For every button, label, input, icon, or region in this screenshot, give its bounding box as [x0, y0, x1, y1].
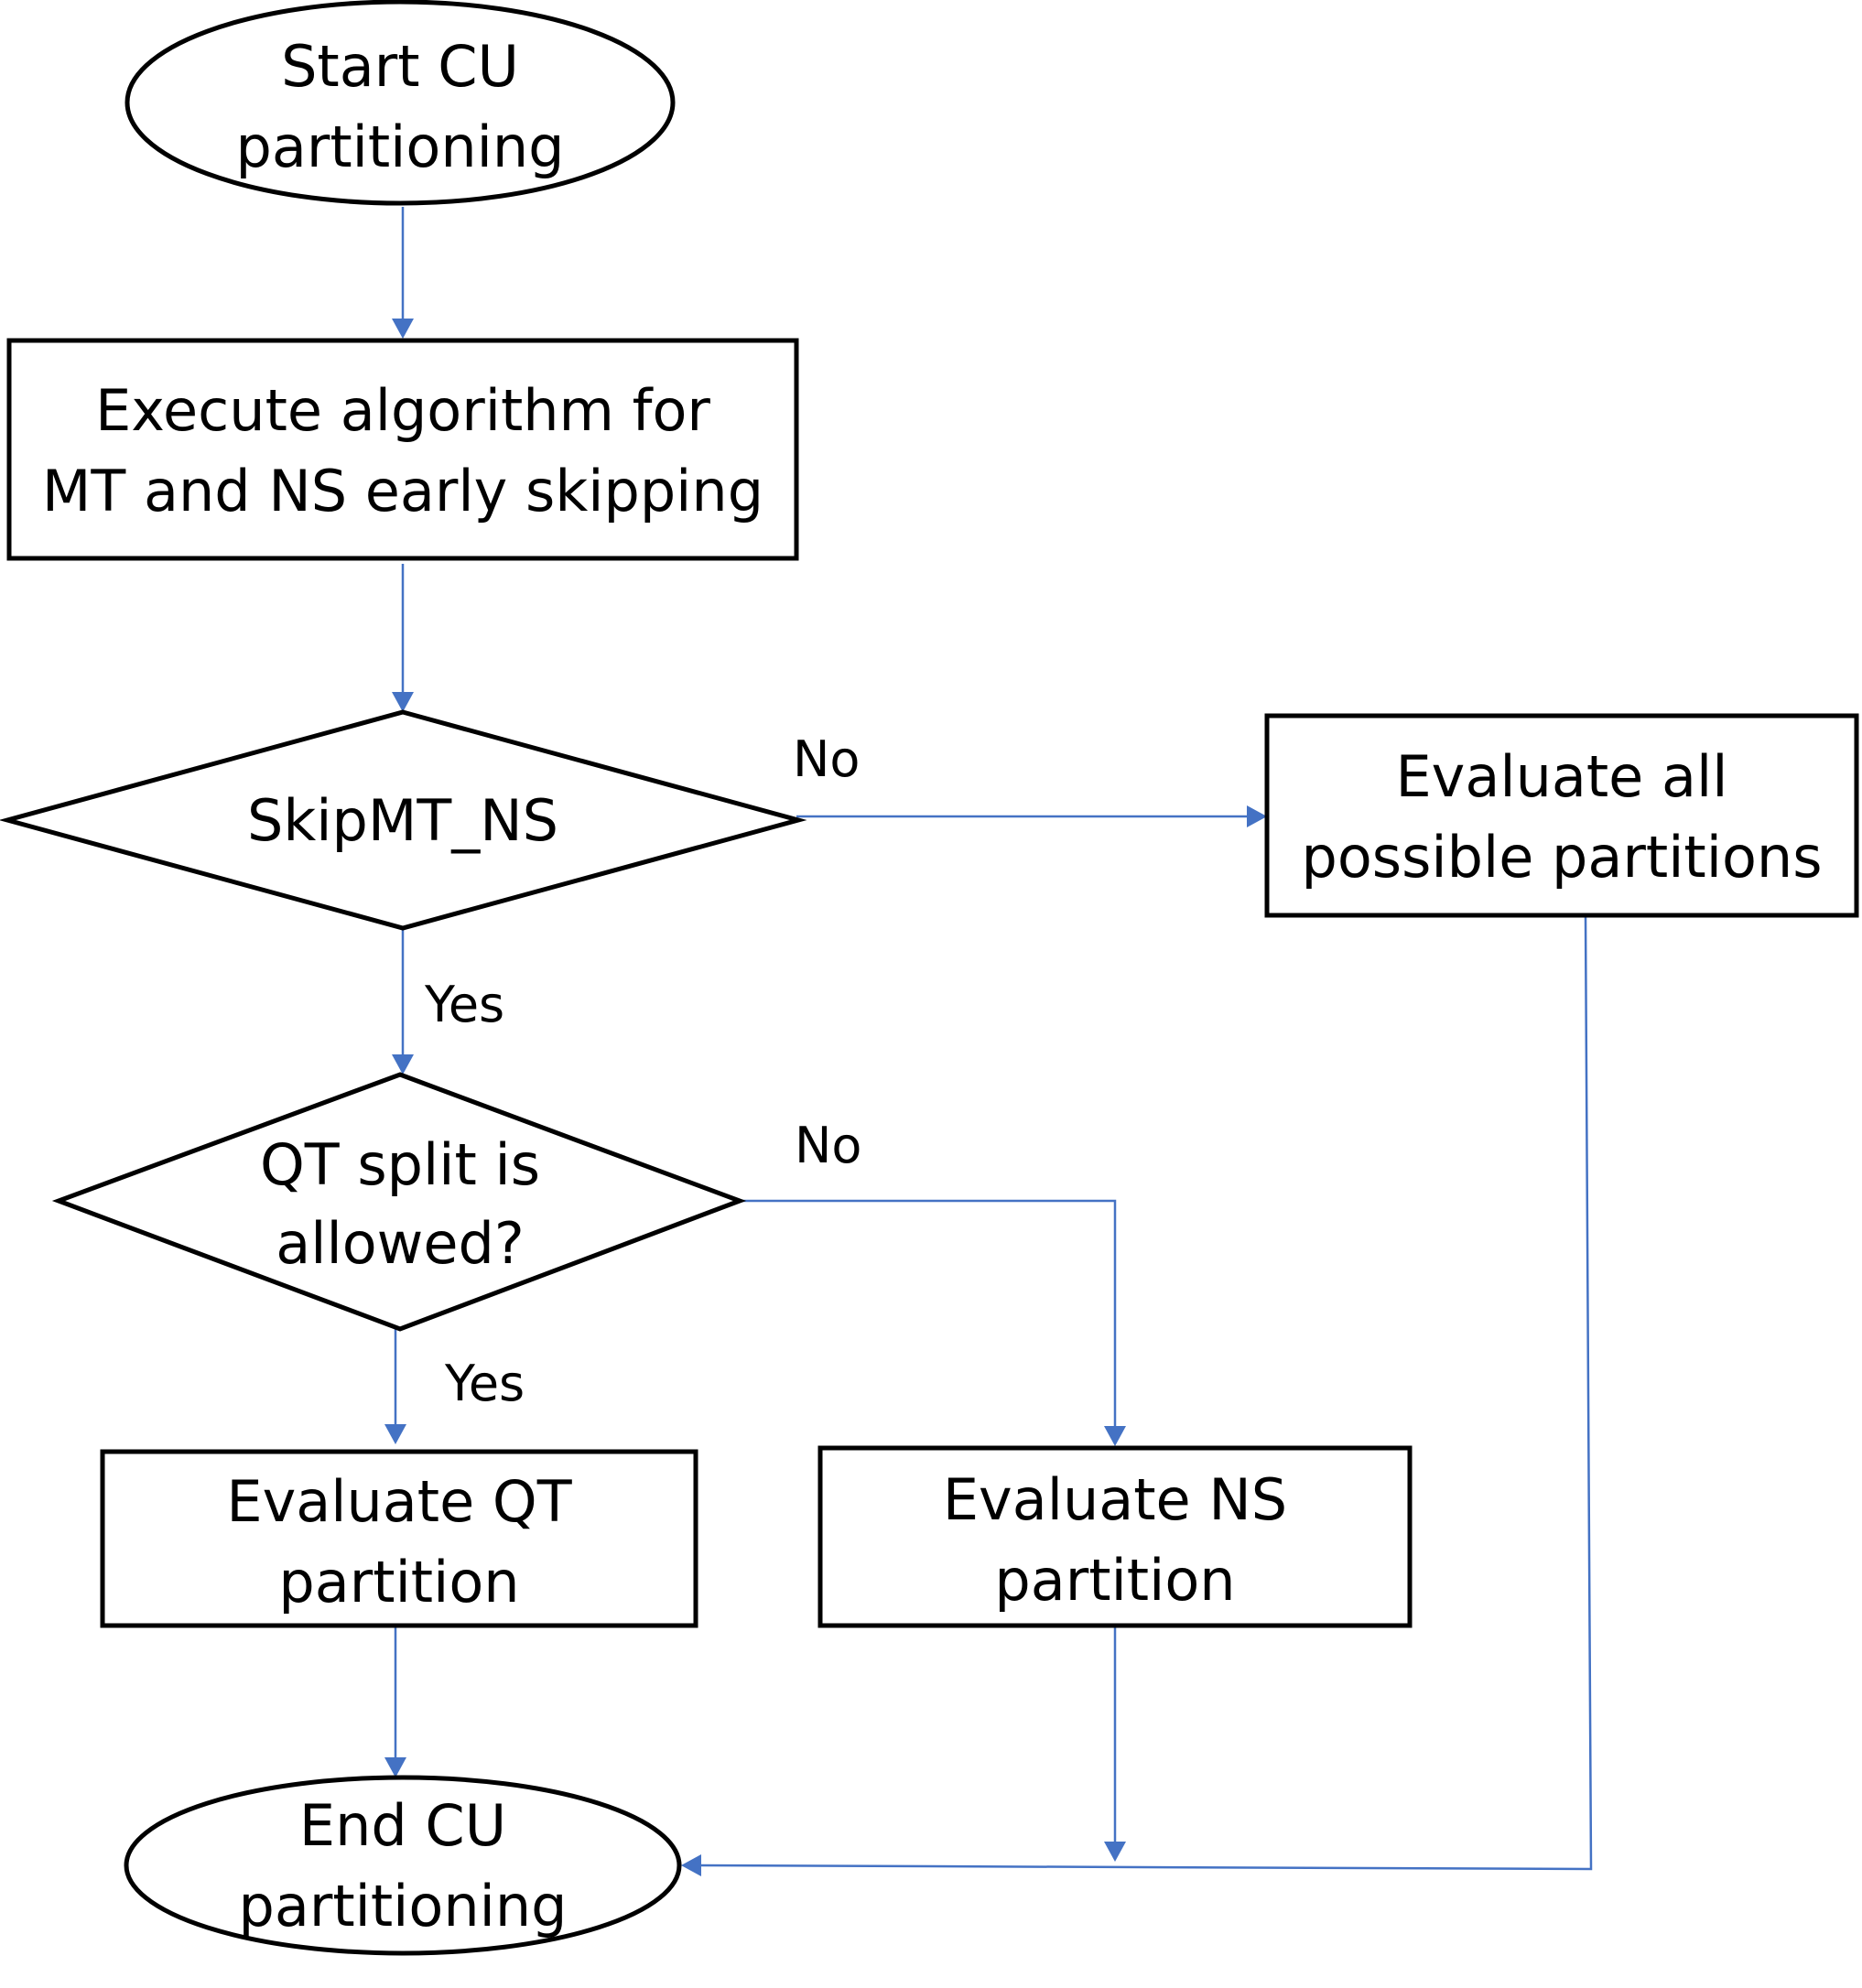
execute-process-shape: [6, 338, 799, 561]
skip-decision-shape: [0, 709, 807, 931]
end-terminator-shape: [124, 1775, 682, 1956]
node-execute: Execute algorithm for MT and NS early sk…: [6, 338, 799, 561]
arrowhead: [392, 692, 414, 712]
skip-decision-label: SkipMT_NS: [247, 787, 558, 854]
end-label-line2: partitioning: [238, 1873, 567, 1939]
label-skip-no: No: [793, 730, 860, 788]
start-label-line1: Start CU: [281, 33, 519, 100]
qt-decision-label-line2: allowed?: [276, 1210, 525, 1277]
arrowhead: [681, 1854, 701, 1876]
evaluate-ns-label-line2: partition: [994, 1547, 1235, 1614]
node-start: Start CU partitioning: [124, 0, 676, 206]
node-end: End CU partitioning: [124, 1775, 682, 1956]
arrowhead: [392, 319, 414, 339]
node-qt-decision: QT split is allowed?: [51, 1072, 747, 1332]
qt-decision-label-line1: QT split is: [260, 1131, 540, 1198]
arrowhead: [1247, 805, 1267, 827]
arrowhead: [384, 1424, 406, 1444]
node-evaluate-qt: Evaluate QT partition: [100, 1449, 698, 1628]
label-qt-no: No: [795, 1117, 861, 1174]
edge-qt-no: [740, 1199, 1117, 1428]
execute-label-line1: Execute algorithm for: [95, 377, 710, 444]
start-terminator-shape: [124, 0, 676, 206]
evaluate-ns-process-shape: [817, 1445, 1413, 1628]
label-skip-yes: Yes: [424, 976, 504, 1033]
evaluate-all-label-line1: Evaluate all: [1396, 743, 1728, 810]
evaluate-qt-process-shape: [100, 1449, 698, 1628]
end-label-line1: End CU: [299, 1792, 506, 1859]
label-qt-yes: Yes: [444, 1355, 525, 1412]
evaluate-all-process-shape: [1264, 713, 1859, 918]
node-skip-decision: SkipMT_NS: [0, 709, 807, 931]
edge-labels: No Yes No Yes: [424, 730, 861, 1412]
evaluate-qt-label-line1: Evaluate QT: [226, 1468, 572, 1535]
qt-decision-shape: [51, 1072, 747, 1332]
evaluate-all-label-line2: possible partitions: [1302, 824, 1823, 891]
arrowhead: [1104, 1842, 1126, 1862]
arrowhead: [1104, 1426, 1126, 1446]
arrowhead: [392, 1054, 414, 1075]
arrowhead: [384, 1757, 406, 1777]
evaluate-qt-label-line2: partition: [278, 1549, 519, 1615]
node-evaluate-ns: Evaluate NS partition: [817, 1445, 1413, 1628]
evaluate-ns-label-line1: Evaluate NS: [943, 1466, 1287, 1533]
execute-label-line2: MT and NS early skipping: [42, 458, 763, 524]
node-evaluate-all: Evaluate all possible partitions: [1264, 713, 1859, 918]
connectors: [384, 207, 1593, 1876]
start-label-line2: partitioning: [235, 113, 564, 180]
edge-evalall-to-end: [697, 916, 1593, 1871]
